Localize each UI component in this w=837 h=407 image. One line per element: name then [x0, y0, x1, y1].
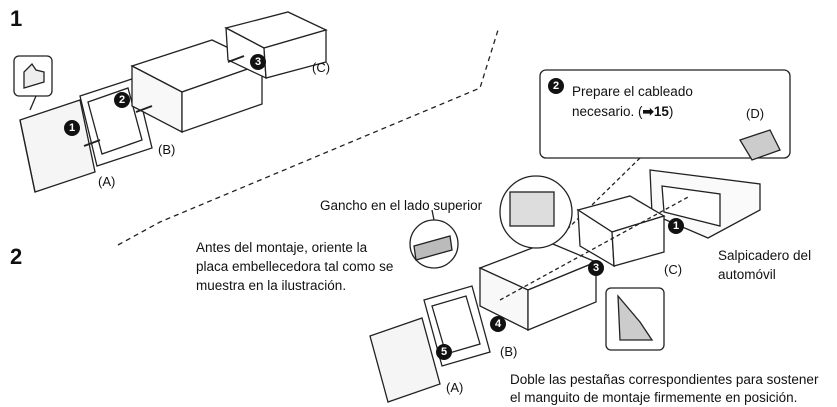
section-divider: [117, 29, 499, 246]
bend-line-1: Doble las pestañas correspondientes para…: [510, 372, 819, 387]
bend-line-2: el manguito de montaje firmemente en pos…: [510, 390, 798, 405]
part-c-label-2: (C): [664, 262, 683, 277]
part-c-label-1: (C): [312, 60, 331, 75]
orient-line-2: placa embellecedora tal como se: [196, 259, 394, 274]
callout-line-1: Prepare el cableado: [572, 84, 693, 99]
part-a-label-1: (A): [98, 174, 116, 189]
connector-d: [739, 129, 781, 161]
wiring-callout: [539, 69, 791, 159]
part-a-label-2: (A): [446, 380, 464, 395]
part-b-label-1: (B): [158, 142, 176, 157]
marker-1-step2: 1: [668, 218, 684, 234]
orient-line-1: Antes del montaje, oriente la: [196, 240, 368, 255]
callout-close: ): [668, 104, 674, 119]
hook-label: Gancho en el lado superior: [320, 198, 483, 213]
marker-5-step2: 5: [436, 344, 452, 360]
step-2-label: 2: [10, 244, 23, 269]
marker-2-step1: 2: [114, 92, 130, 108]
callout-line-2: necesario. (➡15): [572, 102, 673, 121]
callout-line-2-text: necesario. (: [572, 104, 643, 119]
faceplate-a-2: [369, 317, 441, 403]
step-1-label: 1: [10, 6, 23, 31]
part-d-label: (D): [746, 106, 765, 121]
marker-3-step1: 3: [250, 54, 266, 70]
page-ref: ➡15: [642, 104, 669, 119]
marker-3-step2: 3: [588, 260, 604, 276]
dashboard-line-2: automóvil: [718, 267, 776, 282]
orient-line-3: muestra en la ilustración.: [196, 278, 347, 293]
marker-1-step1: 1: [64, 120, 80, 136]
marker-4-step2: 4: [490, 316, 506, 332]
dashboard-line-1: Salpicadero del: [718, 248, 812, 263]
part-b-label-2: (B): [500, 344, 518, 359]
marker-2-callout: 2: [548, 78, 564, 94]
